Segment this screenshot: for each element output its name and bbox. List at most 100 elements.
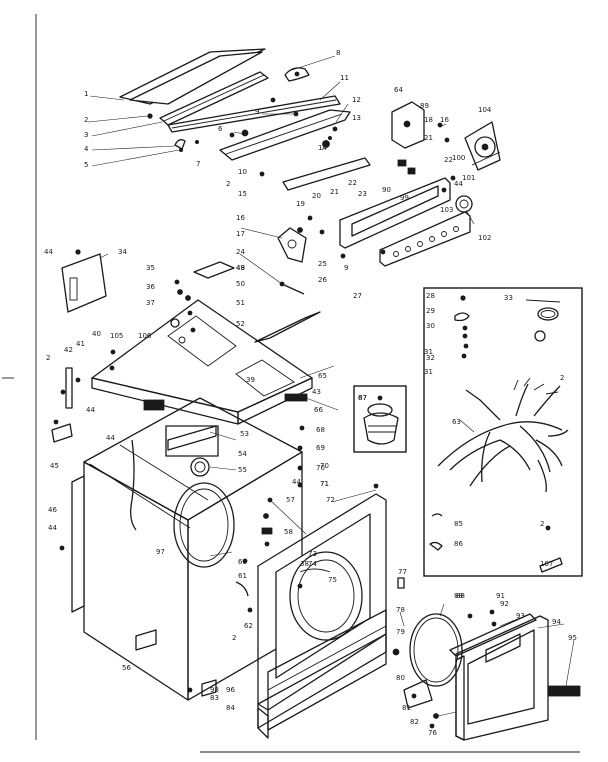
callout-number-5: 5 [84,161,88,169]
callout-number-100: 100 [452,154,465,162]
callout-number-70-15: 70 [316,464,325,472]
callout-number-25: 25 [318,260,327,268]
callout-number-97: 97 [156,548,165,556]
callout-number-78: 78 [396,606,405,614]
callout-number-106: 106 [138,332,152,340]
callout-number-57: 57 [286,496,295,504]
callout-number-31: 31 [424,348,433,356]
callout-number-24: 24 [236,248,245,256]
callout-number-44-10: 44 [48,524,57,532]
console-top-cover [119,48,266,105]
callout-number-10: 10 [238,168,247,176]
callout-number-88-14: 88 [456,592,465,600]
callout-number-27: 27 [353,292,362,300]
callout-number-93: 93 [516,612,525,620]
water-level-switch [277,215,325,263]
callout-number-29: 29 [426,307,435,315]
callout-number-56: 56 [122,664,131,672]
callout-number-41: 41 [76,340,85,348]
callout-number-102: 102 [478,234,491,242]
callout-number-87: 87 [358,394,367,402]
callout-number-1: 1 [84,90,88,98]
callout-number-69: 69 [316,444,325,452]
top-cover [91,299,313,425]
callout-number-20: 20 [312,192,321,200]
callout-number-105: 105 [110,332,123,340]
callout-number-42: 42 [64,346,73,354]
callout-number-4: 4 [84,145,89,153]
callout-number-77: 77 [398,568,407,576]
callout-number-63: 63 [452,418,461,426]
hardware-screws-top [147,97,338,177]
callout-number-95: 95 [568,634,577,642]
cabinet-side-hardware [59,425,305,697]
callout-number-15: 15 [238,190,247,198]
callout-number-37: 37 [146,299,155,307]
callout-number-82: 82 [410,718,419,726]
callout-number-44-7: 44 [106,434,115,442]
callout-number-21-18: 21 [424,134,433,142]
callout-number-31-12: 31 [424,368,433,376]
callout-number-2-3: 2 [232,634,236,642]
callout-number-17: 17 [236,230,245,238]
leader-lines [87,55,575,717]
callout-number-14: 14 [318,144,327,152]
callout-number-71-16: 71 [320,480,329,488]
callout-number-48: 48 [236,264,245,272]
callout-number-79: 79 [396,628,405,636]
control-panel [339,177,471,267]
console-end-cap [391,101,425,175]
callout-number-6: 6 [218,125,223,133]
callout-number-11: 11 [340,74,349,82]
callout-number-71: 71 [320,480,329,488]
callout-number-46: 46 [48,506,57,514]
wiring-harness-inset [423,287,583,577]
callout-number-45: 45 [50,462,59,470]
callout-number-2-2: 2 [560,374,564,382]
callout-number-89: 89 [420,102,429,110]
callout-number-81: 81 [402,704,411,712]
callout-number-40: 40 [92,330,101,338]
callout-number-61: 61 [238,572,247,580]
callout-number-49: 49 [236,264,245,272]
callout-number-22: 22 [348,179,357,187]
callout-number-84: 84 [226,704,235,712]
callout-number-88: 88 [454,592,463,600]
callout-number-55: 55 [238,466,247,474]
callout-number-36: 36 [146,283,155,291]
callout-number-92: 92 [500,600,509,608]
console-lower-rail [282,157,371,191]
callout-number-8: 8 [336,49,340,57]
callout-number-44-9: 44 [454,180,463,188]
callout-number-39: 39 [246,376,255,384]
callout-number-64: 64 [394,86,403,94]
callout-number-2-1: 2 [226,180,230,188]
callout-number-70: 70 [320,462,329,470]
callout-number-107: 107 [540,560,553,568]
callout-number-34: 34 [118,248,127,256]
callout-number-86: 86 [454,540,463,548]
callout-number-21: 21 [330,188,339,196]
callout-number-83: 83 [210,694,219,702]
callout-number-44-6: 44 [86,406,95,414]
page-frame [2,14,580,753]
console-front-rail [159,71,269,126]
callout-number-16-17: 16 [440,116,449,124]
callout-number-91: 91 [496,592,505,600]
callout-number-96: 96 [226,686,235,694]
callout-number-9: 9 [255,108,259,116]
callout-number-9-13: 9 [344,264,348,272]
callout-number-73: 73 [308,550,317,558]
callout-number-104: 104 [478,106,492,114]
timer-knob-fitting [284,67,310,82]
console-rear-rail [167,95,341,133]
callout-number-74: 74 [308,560,317,568]
timer-assembly [464,121,501,171]
callout-number-94: 94 [552,618,561,626]
cabinet-hinge-parts [60,249,321,409]
callout-number-33: 33 [504,294,513,302]
callout-number-22-11: 22 [444,156,453,164]
callout-number-99: 99 [400,194,409,202]
